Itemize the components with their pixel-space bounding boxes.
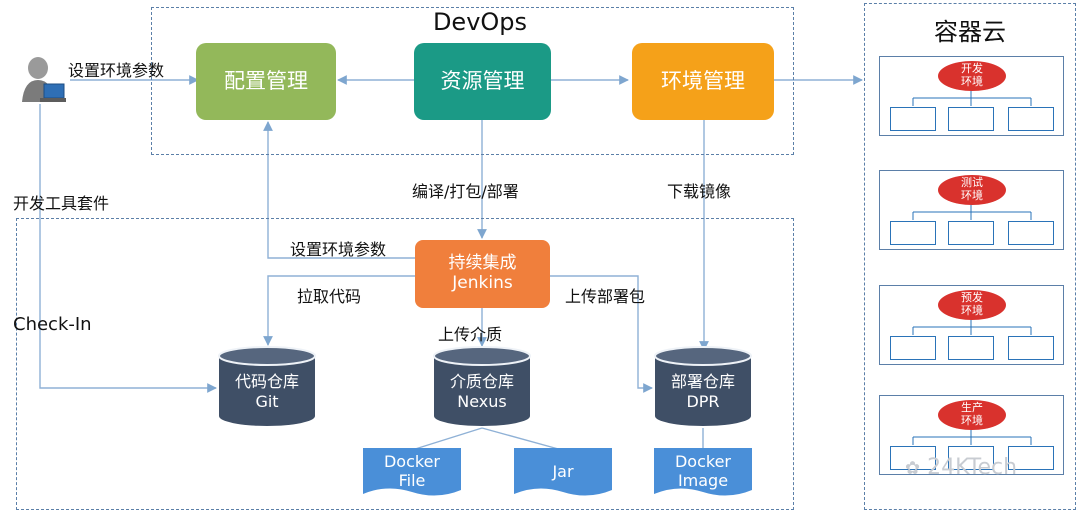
environment-panel[interactable]: 生产环境 <box>879 395 1064 475</box>
arrow-jenkins-to-dpr <box>550 275 653 393</box>
artifact-jar-label: Jar <box>552 462 574 481</box>
line-nexus-to-jar <box>481 427 563 451</box>
artifact-dockerimage-label: Docker Image <box>654 452 752 490</box>
deploy-repository-tool: DPR <box>686 392 720 411</box>
environment-panel[interactable]: 测试环境 <box>879 170 1064 250</box>
environment-node <box>948 446 994 470</box>
environment-management-box[interactable]: 环境管理 <box>632 43 774 120</box>
label-set-env-params-ci: 设置环境参数 <box>290 240 387 259</box>
environment-node <box>890 107 936 131</box>
deploy-repository-label: 部署仓库 DPR <box>654 372 752 412</box>
environment-suffix: 环境 <box>961 189 983 202</box>
label-download-image: 下载镜像 <box>667 182 732 201</box>
watermark-text: 24KTech <box>927 455 1018 480</box>
environment-node <box>890 446 936 470</box>
container-cloud-title: 容器云 <box>934 18 1006 46</box>
database-icon <box>433 346 531 426</box>
database-icon <box>218 346 316 426</box>
environment-node <box>948 336 994 360</box>
environment-panel[interactable]: 预发环境 <box>879 285 1064 365</box>
arrow-jenkins-to-config <box>263 121 415 259</box>
environment-node <box>1008 221 1054 245</box>
environment-badge: 生产环境 <box>938 400 1006 430</box>
environment-node <box>948 221 994 245</box>
environment-badge: 测试环境 <box>938 175 1006 205</box>
artifact-dockerimage-line2: Image <box>677 471 729 491</box>
label-upload-media: 上传介质 <box>438 325 503 344</box>
artifact-jar[interactable]: Jar <box>514 448 612 498</box>
label-pull-code: 拉取代码 <box>297 287 362 306</box>
devops-group <box>151 7 794 155</box>
environment-name: 预发 <box>961 291 983 305</box>
environment-panel[interactable]: 开发环境 <box>879 56 1064 136</box>
resource-management-box[interactable]: 资源管理 <box>414 43 551 120</box>
document-icon <box>363 448 461 496</box>
user-icon <box>22 57 66 102</box>
code-repository[interactable]: 代码仓库 Git <box>218 346 316 428</box>
label-checkin: Check-In <box>13 314 92 335</box>
artifact-dockerimage-line1: Docker <box>674 452 732 471</box>
container-cloud-group <box>864 3 1076 510</box>
environment-name: 开发 <box>961 62 983 76</box>
jenkins-ci-box[interactable]: 持续集成 Jenkins <box>415 240 550 308</box>
ci-group <box>16 218 794 510</box>
document-icon <box>654 448 752 496</box>
environment-suffix: 环境 <box>961 414 983 427</box>
database-icon <box>654 346 752 426</box>
deploy-repository-name: 部署仓库 <box>670 372 735 391</box>
media-repository-name: 介质仓库 <box>449 372 514 391</box>
environment-node <box>890 336 936 360</box>
environment-name: 生产 <box>961 401 983 415</box>
code-repository-label: 代码仓库 Git <box>218 372 316 412</box>
deploy-repository[interactable]: 部署仓库 DPR <box>654 346 752 428</box>
environment-node <box>1008 446 1054 470</box>
environment-tree-lines <box>912 319 1032 335</box>
media-repository-tool: Nexus <box>457 392 507 411</box>
document-icon <box>514 448 612 496</box>
arrow-jenkins-to-git <box>263 275 415 346</box>
artifact-dockerfile-line2: File <box>398 471 426 491</box>
artifact-dockerimage[interactable]: Docker Image <box>654 448 752 498</box>
environment-suffix: 环境 <box>961 304 983 317</box>
environment-badge: 开发环境 <box>938 61 1006 91</box>
label-dev-tool-suite: 开发工具套件 <box>13 194 110 213</box>
environment-node <box>1008 336 1054 360</box>
jenkins-ci-subtitle: Jenkins <box>452 273 513 293</box>
environment-tree-lines <box>912 90 1032 106</box>
environment-tree-lines <box>912 429 1032 445</box>
label-set-env-params-top: 设置环境参数 <box>68 61 165 80</box>
environment-name: 测试 <box>961 176 983 190</box>
code-repository-name: 代码仓库 <box>234 372 299 391</box>
jenkins-ci-title: 持续集成 <box>448 253 517 274</box>
artifact-dockerfile[interactable]: Docker File <box>363 448 461 498</box>
environment-tree-lines <box>912 204 1032 220</box>
artifact-dockerfile-line1: Docker <box>383 452 441 471</box>
media-repository[interactable]: 介质仓库 Nexus <box>433 346 531 428</box>
environment-node <box>948 107 994 131</box>
label-compile-pack-deploy: 编译/打包/部署 <box>412 182 519 201</box>
line-nexus-to-dockerfile <box>411 427 483 451</box>
label-upload-deploy-pkg: 上传部署包 <box>565 287 646 306</box>
environment-node <box>890 221 936 245</box>
config-management-box[interactable]: 配置管理 <box>196 43 336 120</box>
devops-title: DevOps <box>432 8 528 36</box>
wechat-icon: ✿ <box>905 458 921 479</box>
environment-suffix: 环境 <box>961 75 983 88</box>
watermark: ✿ 24KTech <box>905 455 1017 480</box>
artifact-dockerfile-label: Docker File <box>363 452 461 490</box>
media-repository-label: 介质仓库 Nexus <box>433 372 531 412</box>
environment-badge: 预发环境 <box>938 290 1006 320</box>
arrow-user-checkin <box>39 104 217 393</box>
environment-node <box>1008 107 1054 131</box>
code-repository-tool: Git <box>255 392 279 411</box>
